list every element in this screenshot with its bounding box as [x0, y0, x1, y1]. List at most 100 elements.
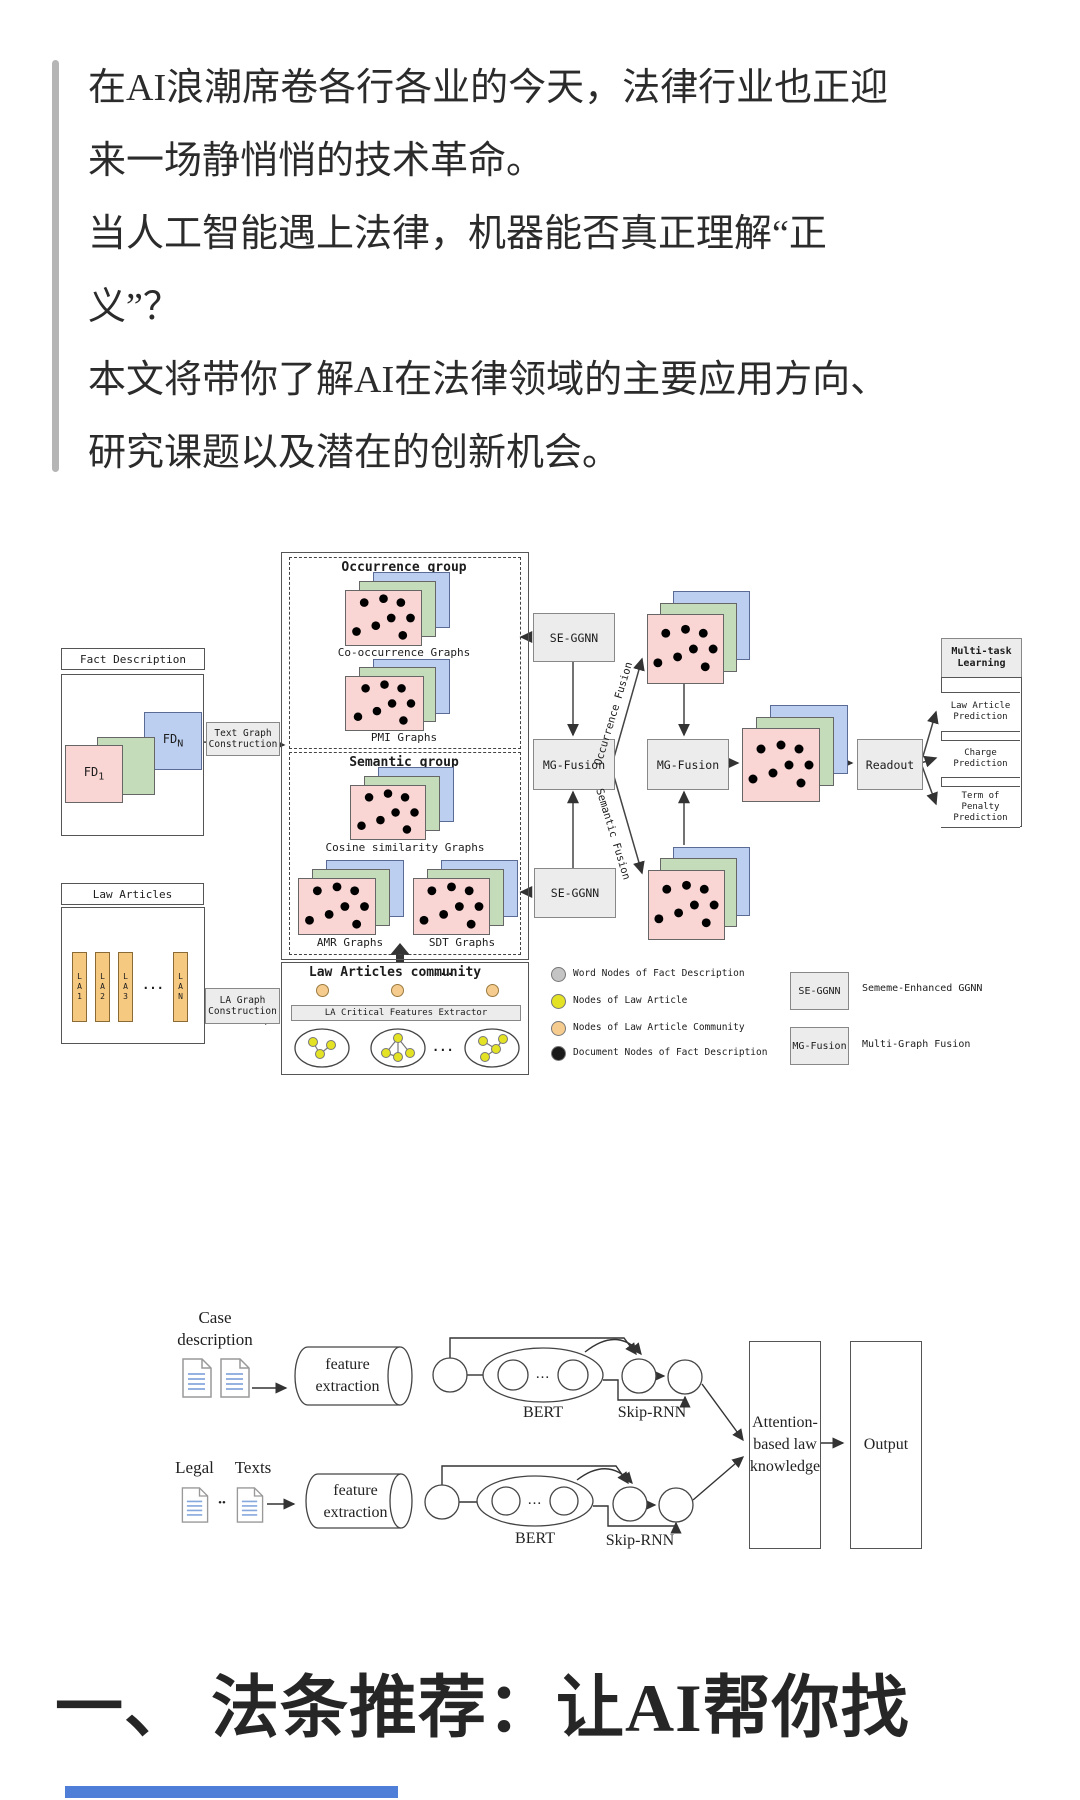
sdt-graphs-label: SDT Graphs	[428, 936, 496, 949]
feature-extraction-cylinder-bottom	[305, 1473, 413, 1529]
doc-icon	[181, 1487, 209, 1523]
pmi-graph-card	[345, 676, 424, 731]
texts-label: Texts	[234, 1458, 272, 1477]
attention-line2: based law	[753, 1436, 817, 1453]
bert-unit-circle	[491, 1486, 521, 1516]
se-ggnn-text: SE-GGNN	[550, 886, 600, 900]
legend-lac-nodes: Nodes of Law Article Community	[573, 1022, 745, 1033]
feature-extraction-text: feature extraction	[315, 1356, 380, 1395]
word-node-icon	[551, 967, 566, 982]
doc-icon	[220, 1358, 250, 1398]
co-occurrence-graph-card	[345, 590, 422, 646]
community-node-legend-icon	[551, 1021, 566, 1036]
bert-dots-top: ...	[525, 1364, 561, 1384]
prediction-tasks-box: Law Article Prediction Charge Prediction…	[941, 677, 1022, 828]
bert-unit-circle	[557, 1359, 589, 1391]
la-ellipsis: ...	[142, 978, 164, 992]
fact-description-text: Fact Description	[80, 652, 186, 666]
semantic-fused-graph-card	[648, 870, 725, 940]
quote-line: 当人工智能遇上法律，机器能否真正理解“正	[88, 213, 827, 255]
occurrence-group-title: Occurrence group	[341, 560, 467, 575]
attention-line1: Attention-	[752, 1414, 818, 1431]
case-description-label2: description	[150, 1330, 280, 1350]
community-ellipse-graph	[464, 1028, 520, 1068]
se-ggnn-text: SE-GGNN	[549, 630, 599, 645]
semantic-group-title: Semantic group	[349, 755, 459, 770]
quote-line: 在AI浪潮席卷各行各业的今天，法律行业也正迎	[88, 67, 889, 109]
law-article-prediction-cell: Law Article Prediction	[941, 692, 1020, 732]
law-articles-text: Law Articles	[92, 887, 173, 901]
pipeline-figure: Case description feature extraction ... …	[0, 1300, 1080, 1565]
feature-extraction-label-top: feature extraction	[300, 1352, 395, 1400]
fig2-connectors	[252, 1337, 845, 1534]
bert-unit-circle	[549, 1486, 579, 1516]
legend-se-ggnn-full: Sememe-Enhanced GGNN	[862, 983, 983, 994]
bert-dots-text: ...	[527, 1491, 543, 1508]
legend-mg-fusion-full: Multi-Graph Fusion	[862, 1039, 971, 1050]
term-penalty-prediction-text: Term of Penalty Prediction	[953, 790, 1008, 823]
case-line1: Case	[198, 1308, 232, 1327]
bert-dots-bottom: ...	[517, 1490, 553, 1510]
charge-prediction-text: Charge Prediction	[953, 748, 1008, 769]
document-node-icon	[551, 1046, 566, 1061]
case-description-label: Case	[180, 1308, 250, 1328]
attention-box: Attention- based law knowledge	[749, 1341, 821, 1549]
term-penalty-prediction-cell: Term of Penalty Prediction	[941, 786, 1020, 828]
la-extractor-bar: LA Critical Features Extractor	[291, 1005, 521, 1021]
attention-label: Attention- based law knowledge	[750, 1342, 820, 1548]
amr-graphs-label: AMR Graphs	[316, 936, 384, 949]
doc-icon	[182, 1358, 212, 1398]
architecture-figure: Fact Description FDN FD1 Text Graph Cons…	[0, 545, 1080, 1085]
skip-rnn-label-bottom: Skip-RNN	[605, 1532, 675, 1549]
charge-prediction-cell: Charge Prediction	[941, 740, 1020, 778]
mg-fusion-text: MG-Fusion	[656, 757, 720, 772]
legend-la-nodes: Nodes of Law Article	[573, 995, 688, 1006]
bert-dots-text: ...	[535, 1365, 551, 1382]
readout-box: Readout	[857, 739, 923, 790]
output-box: Output	[850, 1341, 922, 1549]
semantic-group-box	[289, 752, 521, 955]
law-articles-label: Law Articles	[61, 883, 204, 905]
la-community-title: Law Articles community	[308, 965, 482, 980]
doc-icon	[236, 1487, 264, 1523]
community-ellipsis: ...	[432, 1040, 454, 1054]
fd1-base: FD	[83, 765, 99, 780]
cosine-graphs-label: Cosine similarity Graphs	[325, 841, 485, 854]
fig2-shapes-svg	[181, 1337, 845, 1534]
graph-groups-container	[281, 552, 529, 960]
la-strip: LA1	[72, 952, 87, 1022]
legend-se-ggnn-text: SE-GGNN	[798, 985, 841, 997]
legend-mg-fusion-text: MG-Fusion	[792, 1040, 847, 1052]
legal-label: Legal	[175, 1458, 214, 1477]
la-strip: LA2	[95, 952, 110, 1022]
fdn-base: FD	[162, 732, 178, 747]
fd1-label: FD1	[84, 765, 104, 782]
text-graph-construction-text: Text Graph Construction	[208, 728, 278, 750]
multi-task-learning-box: Multi-task Learning	[941, 638, 1022, 678]
state-circle	[424, 1484, 460, 1520]
skip-rnn-circle	[667, 1359, 703, 1395]
community-node-icon	[391, 984, 404, 997]
amr-graph-card	[298, 878, 376, 935]
la-strip: LAN	[173, 952, 188, 1022]
state-circle	[432, 1357, 468, 1393]
doc-dots: ••	[210, 1495, 234, 1511]
bert-unit-circle	[497, 1359, 529, 1391]
feature-extraction-label-bottom: feature extraction	[308, 1478, 403, 1526]
se-ggnn-top-box: SE-GGNN	[533, 613, 615, 662]
community-ellipse-graph	[294, 1028, 350, 1068]
law-article-node-icon	[551, 994, 566, 1009]
se-ggnn-bottom-box: SE-GGNN	[534, 868, 616, 918]
quote-left-bar	[52, 60, 59, 472]
final-fused-graph-card	[742, 728, 820, 802]
mg-fusion-text: MG-Fusion	[542, 757, 606, 772]
la-graph-construction-text: LA Graph Construction	[208, 995, 277, 1017]
occurrence-group-box	[289, 557, 521, 749]
feature-extraction-cylinder-top	[294, 1346, 413, 1406]
legend-se-ggnn-box: SE-GGNN	[790, 972, 849, 1010]
co-occurrence-graphs-label: Co-occurrence Graphs	[337, 646, 471, 659]
bottom-accent-bar	[65, 1786, 398, 1798]
la-extractor-text: LA Critical Features Extractor	[324, 1008, 488, 1018]
multi-task-learning-text: Multi-task Learning	[951, 646, 1012, 669]
fdn-label: FDN	[163, 732, 183, 749]
